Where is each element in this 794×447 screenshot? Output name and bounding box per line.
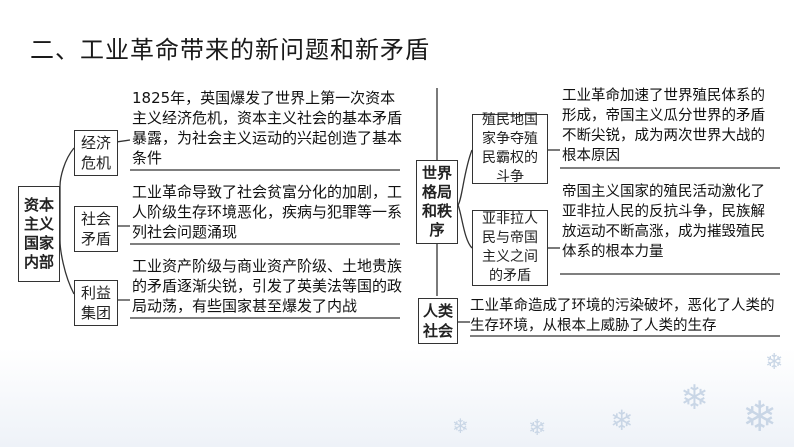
root-node-label: 世界格局和秩序: [421, 164, 452, 239]
root-node-capitalist-countries: 资本主义国家内部: [18, 186, 60, 282]
root-node-label: 资本主义国家内部: [23, 196, 54, 271]
page-title: 二、工业革命带来的新问题和新矛盾: [30, 36, 430, 64]
snowflake-icon: ❄: [452, 414, 469, 438]
node-label: 社会矛盾: [80, 210, 111, 248]
desc-social-conflict: 工业革命导致了社会贫富分化的加剧，工人阶级生存环境恶化，疾病与犯罪等一系列社会问…: [132, 183, 403, 241]
desc-afro-asian-latin-conflict: 帝国主义国家的殖民活动激化了亚非拉人民的反抗斗争，民族解放运动不断高涨，成为摧毁…: [562, 184, 765, 260]
desc-colonial-rivalry: 工业革命加速了世界殖民体系的形成，帝国主义瓜分世界的矛盾不断尖锐，成为两次世界大…: [562, 88, 765, 164]
node-label: 利益集团: [80, 284, 111, 322]
node-interest-groups: 利益集团: [74, 280, 118, 326]
node-economic-crisis: 经济危机: [74, 130, 118, 176]
node-social-conflict: 社会矛盾: [74, 206, 118, 252]
node-label: 殖民地国家争夺殖民霸权的斗争: [482, 112, 538, 185]
root-node-human-society: 人类社会: [418, 298, 458, 344]
node-afro-asian-latin-conflict: 亚非拉人民与帝国主义之间的矛盾: [472, 210, 548, 286]
snowflake-icon: ❄: [528, 416, 547, 441]
snowflake-icon: ❄: [765, 350, 784, 375]
root-node-label: 人类社会: [422, 302, 453, 340]
snowflake-icon: ❄: [680, 378, 709, 418]
node-colonial-rivalry: 殖民地国家争夺殖民霸权的斗争: [472, 112, 548, 185]
node-label: 亚非拉人民与帝国主义之间的矛盾: [482, 211, 538, 284]
root-node-world-order: 世界格局和秩序: [416, 160, 458, 244]
node-label: 经济危机: [80, 134, 111, 172]
desc-interest-groups: 工业资产阶级与商业资产阶级、土地贵族的矛盾逐渐尖锐，引发了英美法等国的政局动荡，…: [132, 257, 403, 315]
desc-human-society: 工业革命造成了环境的污染破坏，恶化了人类的生存环境，从根本上威胁了人类的生存: [470, 298, 775, 334]
desc-economic-crisis: 1825年，英国爆发了世界上第一次资本主义经济危机，资本主义社会的基本矛盾暴露，…: [132, 89, 403, 167]
snowflake-icon: ❄: [742, 392, 778, 441]
snowflake-icon: ❄: [610, 404, 634, 437]
